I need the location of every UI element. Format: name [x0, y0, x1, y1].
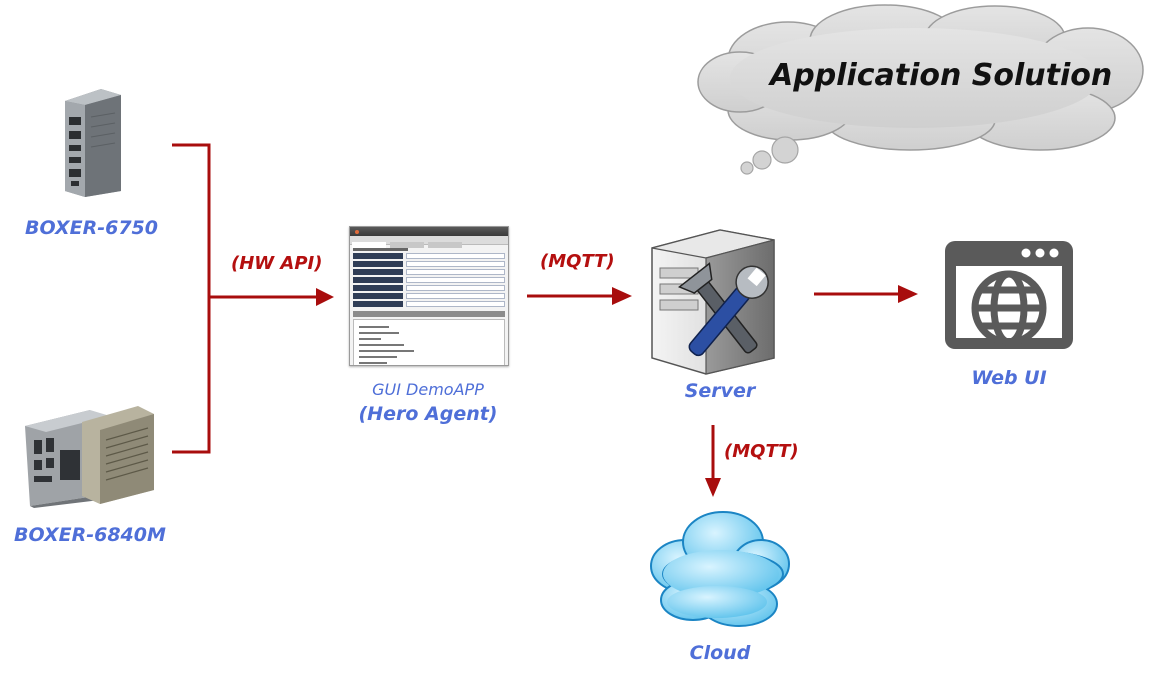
thought-cloud-icon — [697, 4, 1144, 175]
hw-api-label: (HW API) — [231, 253, 323, 274]
boxer-6750-label: BOXER-6750 — [25, 217, 158, 239]
server-label: Server — [684, 380, 756, 402]
cloud-label: Cloud — [689, 642, 751, 664]
web-ui-icon — [945, 241, 1073, 349]
server-tools-icon — [651, 229, 775, 375]
boxer-6750-device-icon — [65, 89, 121, 197]
web-ui-label: Web UI — [971, 367, 1047, 389]
mqtt-label-server: (MQTT) — [540, 251, 615, 272]
gui-demoapp-screenshot — [349, 226, 509, 366]
boxer-6840m-label: BOXER-6840M — [14, 524, 166, 546]
gui-demoapp-label: GUI DemoAPP — [372, 380, 484, 399]
mqtt-label-cloud: (MQTT) — [724, 441, 799, 462]
bracket-connector — [172, 143, 211, 454]
diagram-title: Application Solution — [770, 58, 1113, 93]
hero-agent-label: (Hero Agent) — [358, 403, 498, 425]
cloud-icon — [650, 511, 790, 627]
boxer-6840m-device-icon — [25, 406, 154, 508]
